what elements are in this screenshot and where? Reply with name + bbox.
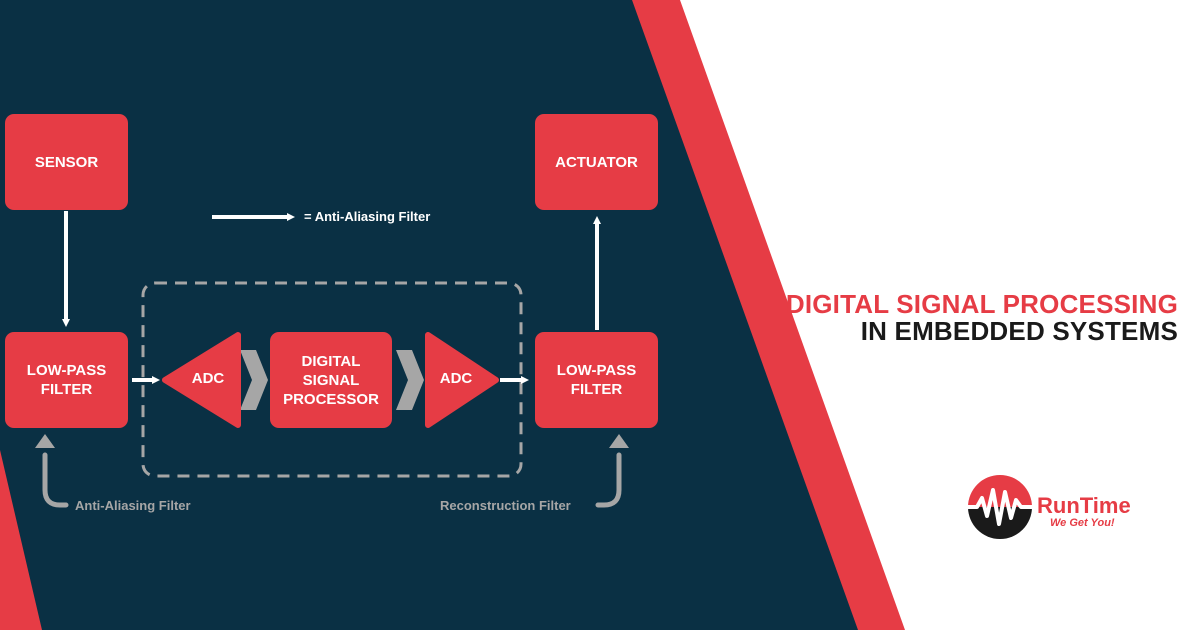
lpf-input-box: LOW-PASS FILTER — [5, 332, 128, 428]
chevron-dsp-to-adc — [396, 350, 424, 410]
lpf-output-label: LOW-PASS FILTER — [556, 362, 637, 398]
adc-output-shape — [425, 332, 499, 428]
adc-input-shape — [162, 332, 241, 428]
reconstruction-arrowhead — [609, 434, 629, 448]
reconstruction-annotation: Reconstruction Filter — [440, 498, 571, 513]
chevron-adc-to-dsp — [240, 350, 268, 410]
title-line-2: IN EMBEDDED SYSTEMS — [860, 316, 1178, 346]
adc-output-label: ADC — [439, 370, 473, 387]
logo-tagline: We Get You! — [1050, 517, 1115, 529]
dsp-label: DIGITAL SIGNAL PROCESSOR — [283, 352, 379, 408]
anti-aliasing-curve — [42, 452, 69, 508]
runtime-logo: RunTime We Get You! — [965, 472, 1185, 542]
sensor-box: SENSOR — [5, 114, 128, 210]
anti-aliasing-annotation: Anti-Aliasing Filter — [75, 498, 191, 513]
title-line-1: DIGITAL SIGNAL PROCESSING — [785, 289, 1178, 319]
red-corner-wedge — [0, 450, 42, 630]
logo-name: RunTime — [1037, 493, 1131, 518]
anti-aliasing-arrowhead — [35, 434, 55, 448]
reconstruction-curve — [595, 452, 622, 508]
adc-input-label: ADC — [191, 370, 225, 387]
actuator-label: ACTUATOR — [555, 153, 638, 171]
actuator-box: ACTUATOR — [535, 114, 658, 210]
lpf-output-box: LOW-PASS FILTER — [535, 332, 658, 428]
waveform-circle-icon — [965, 475, 1035, 539]
legend-text: = Anti-Aliasing Filter — [304, 209, 431, 224]
sensor-label: SENSOR — [34, 153, 99, 171]
dsp-box: DIGITAL SIGNAL PROCESSOR — [270, 332, 392, 428]
lpf-input-label: LOW-PASS FILTER — [26, 362, 107, 398]
